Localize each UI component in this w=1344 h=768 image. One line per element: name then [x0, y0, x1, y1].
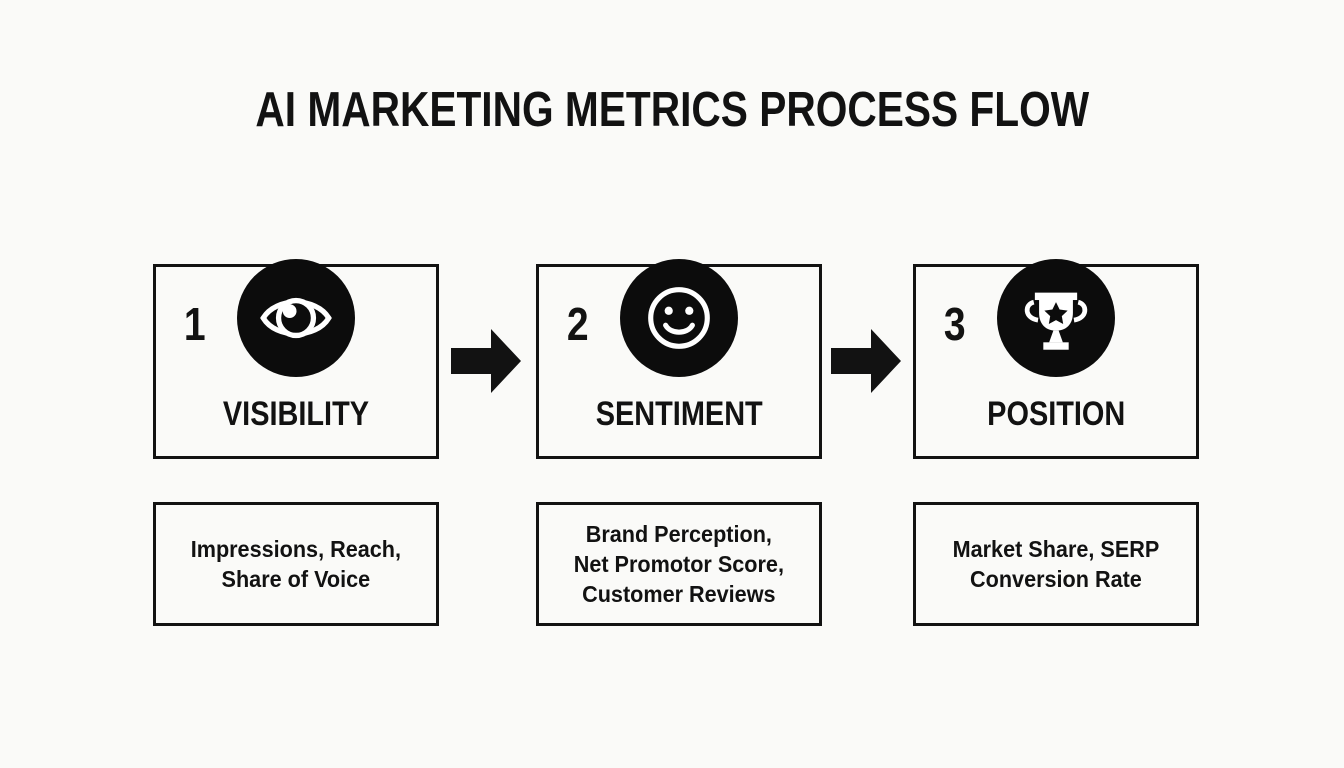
step-box-position: 3 POSITION — [913, 259, 1199, 459]
metrics-text-position: Market Share, SERP Conversion Rate — [952, 536, 1160, 592]
metrics-box-sentiment: Brand Perception, Net Promotor Score, Cu… — [536, 502, 822, 626]
page-title-text: AI MARKETING METRICS PROCESS FLOW — [255, 83, 1089, 137]
metrics-text-visibility: Impressions, Reach, Share of Voice — [190, 536, 402, 592]
step-number: 3 — [943, 298, 966, 350]
arrow-right-icon — [451, 327, 523, 395]
step-label-sentiment: SENTIMENT — [595, 395, 763, 433]
step-number: 1 — [183, 298, 206, 350]
step-label-visibility: VISIBILITY — [222, 395, 370, 433]
metrics-box-visibility: Impressions, Reach, Share of Voice — [153, 502, 439, 626]
page-title: AI MARKETING METRICS PROCESS FLOW — [0, 82, 1344, 138]
metrics-box-position: Market Share, SERP Conversion Rate — [913, 502, 1199, 626]
step-label-position: POSITION — [986, 395, 1126, 433]
metrics-text-sentiment: Brand Perception, Net Promotor Score, Cu… — [573, 521, 785, 607]
step-box-visibility: 1 VISIBILITY — [153, 259, 439, 459]
trophy-icon — [997, 259, 1115, 377]
arrow-right-icon — [831, 327, 903, 395]
step-number: 2 — [566, 298, 589, 350]
smiley-face-icon — [620, 259, 738, 377]
eye-icon — [237, 259, 355, 377]
step-box-sentiment: 2 SENTIMENT — [536, 259, 822, 459]
